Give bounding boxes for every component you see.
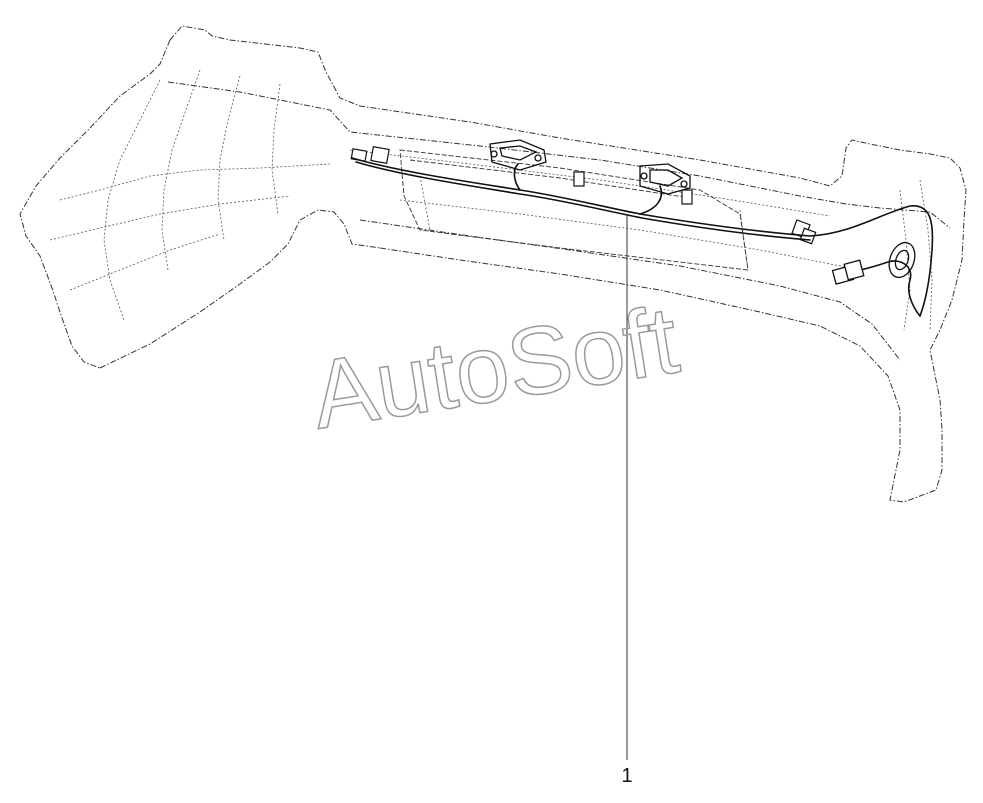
license-lamp-right — [639, 163, 691, 195]
harness-end-connector — [831, 259, 865, 285]
harness-branch-right-lamp — [639, 185, 663, 215]
callout-label-1: 1 — [621, 765, 632, 787]
license-plate-recess — [399, 149, 749, 271]
license-lamp-left — [489, 139, 547, 171]
bumper-top-edge — [169, 25, 961, 187]
bumper-left-end — [19, 39, 171, 369]
rear-bumper — [19, 25, 967, 503]
bumper-left-arch — [99, 209, 381, 369]
bumper-inner-upper — [167, 81, 951, 229]
harness-branch-sensor — [845, 260, 921, 317]
harness-main-run-parallel — [355, 161, 811, 241]
harness-main-run — [351, 157, 934, 317]
harness-branch-left-lamp — [513, 163, 521, 191]
wiring-harness — [351, 157, 934, 317]
watermark: AutoSoft — [305, 286, 685, 449]
harness-grommet — [888, 241, 916, 279]
bumper-surface-lines — [49, 69, 933, 331]
